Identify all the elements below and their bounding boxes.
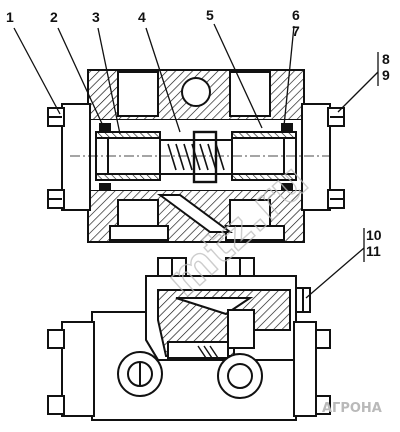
callout-8: 8 — [382, 51, 390, 67]
callout-10: 10 — [366, 227, 382, 243]
callout-2: 2 — [50, 9, 58, 25]
callout-4: 4 — [138, 9, 146, 25]
callout-5: 5 — [206, 7, 214, 23]
callout-3: 3 — [92, 9, 100, 25]
agrona-logo: АГРОНА — [322, 401, 382, 416]
callout-7: 7 — [292, 23, 300, 39]
callout-11: 11 — [366, 243, 381, 259]
callout-6: 6 — [292, 7, 300, 23]
section-view — [47, 69, 345, 243]
callout-1: 1 — [6, 9, 14, 25]
callouts: 1 2 3 4 5 6 7 8 9 10 11 — [6, 7, 390, 259]
callout-9: 9 — [382, 67, 390, 83]
external-view — [47, 257, 331, 421]
leader-lines — [13, 23, 379, 299]
